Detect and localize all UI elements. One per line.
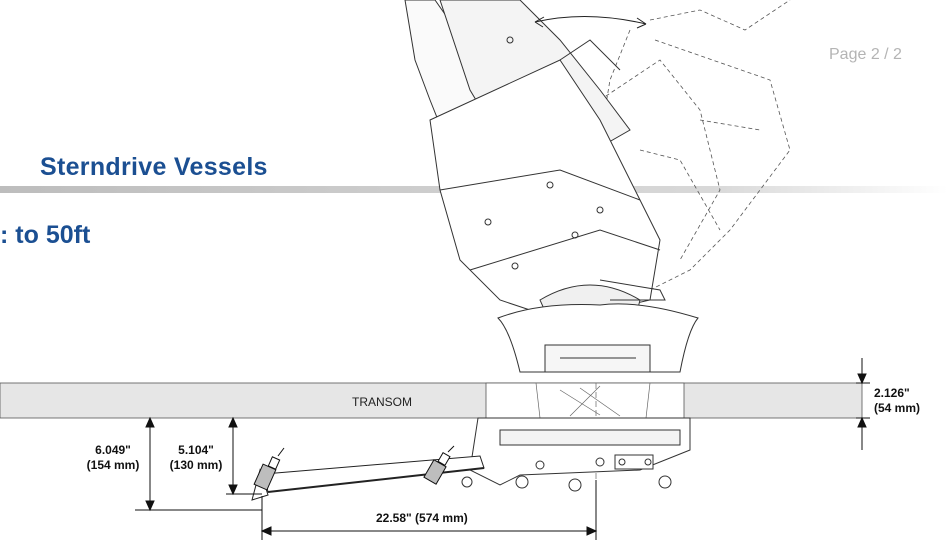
- sensor-icon: [253, 447, 285, 491]
- dim-height-a-in: 6.049": [95, 443, 131, 457]
- transom-band: [0, 382, 863, 419]
- mounting-bracket: [461, 417, 691, 492]
- gimbal-housing: [497, 303, 699, 373]
- dim-transom-thickness-in: 2.126": [874, 386, 910, 400]
- dim-height-b-mm: (130 mm): [169, 458, 223, 472]
- dim-transom-thickness-mm: (54 mm): [874, 401, 921, 415]
- dimension-height-b: [226, 416, 262, 496]
- steering-arc-arrow: [534, 15, 647, 29]
- sensor-arm: [251, 455, 485, 501]
- dimension-height-a: [135, 416, 262, 512]
- dim-transom-thickness-label: 2.126" (54 mm): [874, 386, 920, 416]
- transom-label: TRANSOM: [352, 395, 412, 409]
- dim-height-b-in: 5.104": [178, 443, 214, 457]
- page-subtitle: : to 50ft: [0, 221, 91, 249]
- dim-height-b-label: 5.104" (130 mm): [162, 443, 230, 473]
- page-title: Sterndrive Vessels: [40, 153, 268, 181]
- dimension-transom-thickness: [856, 358, 870, 450]
- dim-height-a-label: 6.049" (154 mm): [78, 443, 148, 473]
- drive-body: [404, 0, 666, 346]
- dim-length-label: 22.58" (574 mm): [376, 511, 468, 525]
- sensor-icon: [423, 445, 455, 485]
- page-indicator: Page 2 / 2: [829, 46, 902, 63]
- dimension-length: [260, 480, 598, 540]
- dim-height-a-mm: (154 mm): [86, 458, 140, 472]
